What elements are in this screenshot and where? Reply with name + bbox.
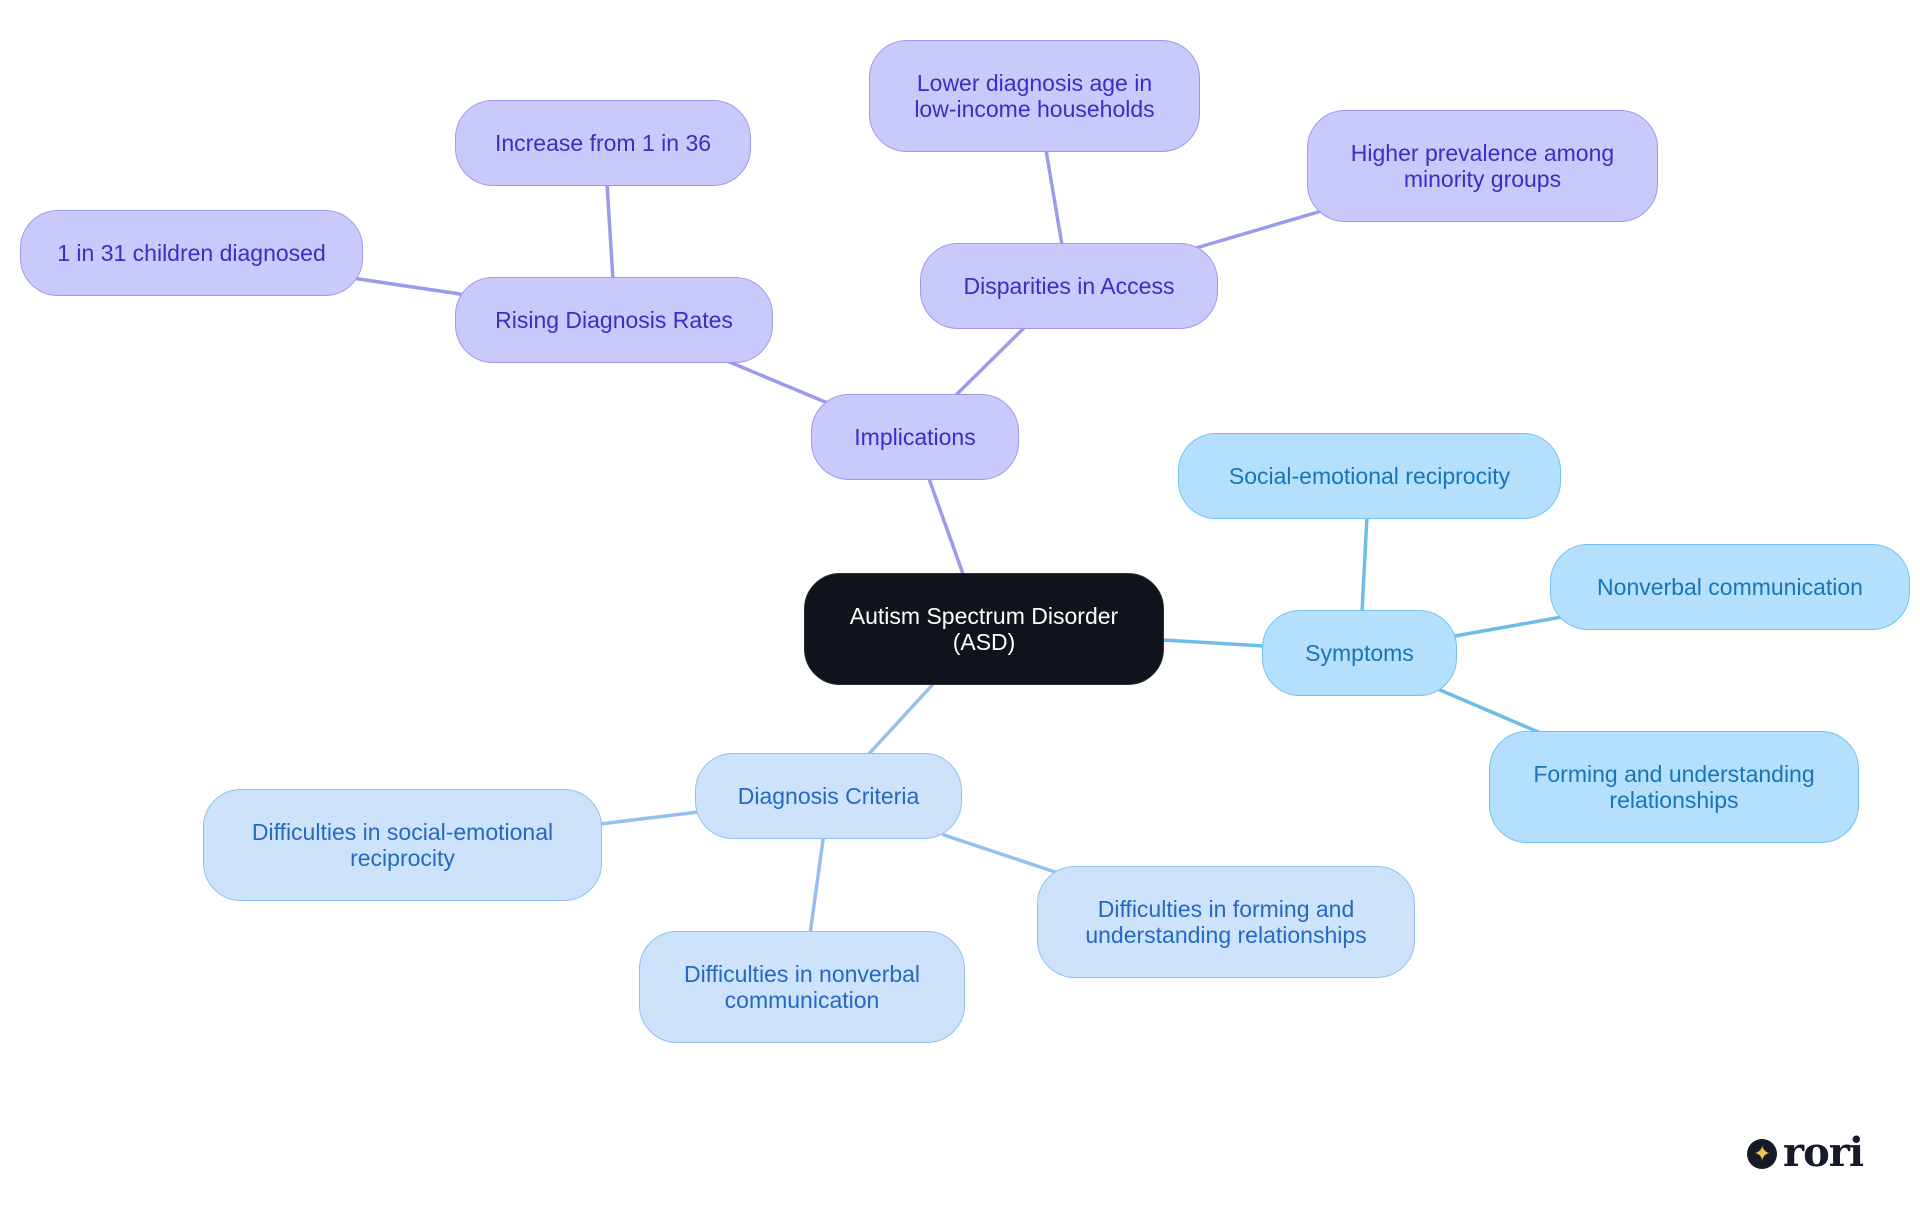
node-higher-prevalence[interactable]: Higher prevalence among minority groups — [1307, 110, 1658, 222]
edge-symptoms-social — [1360, 514, 1369, 614]
edge-disparities-lower — [1044, 148, 1064, 247]
edge-implications-disparities — [953, 320, 1032, 398]
node-nonverbal-communication[interactable]: Nonverbal communication — [1550, 544, 1910, 630]
edge-diagnosis-social — [598, 810, 700, 826]
node-difficulties-forming[interactable]: Difficulties in forming and understandin… — [1037, 866, 1415, 978]
edge-rising-1in31 — [350, 276, 462, 296]
node-difficulties-social-emotional[interactable]: Difficulties in social-emotional recipro… — [203, 789, 602, 901]
node-disparities-in-access[interactable]: Disparities in Access — [920, 243, 1218, 329]
edge-diagnosis-nonverbal — [808, 838, 825, 936]
logo-wordmark: rori — [1783, 1129, 1864, 1176]
edge-root-symptoms — [1161, 638, 1266, 648]
node-lower-diagnosis-age[interactable]: Lower diagnosis age in low-income househ… — [869, 40, 1200, 152]
brand-logo: ✦ rori — [1747, 1129, 1872, 1176]
edge-rising-increase — [605, 182, 615, 282]
edge-disparities-higher — [1194, 208, 1327, 250]
node-social-emotional-reciprocity[interactable]: Social-emotional reciprocity — [1178, 433, 1561, 519]
edge-symptoms-forming — [1438, 688, 1552, 739]
edge-symptoms-nonverbal — [1453, 615, 1564, 638]
node-implications[interactable]: Implications — [811, 394, 1019, 480]
node-1-in-31-children[interactable]: 1 in 31 children diagnosed — [20, 210, 363, 296]
edge-root-implications — [926, 474, 965, 576]
node-increase-from-1-in-36[interactable]: Increase from 1 in 36 — [455, 100, 751, 186]
edge-root-diagnosis — [865, 681, 936, 758]
node-difficulties-nonverbal[interactable]: Difficulties in nonverbal communication — [639, 931, 965, 1043]
node-symptoms[interactable]: Symptoms — [1262, 610, 1457, 696]
node-diagnosis-criteria[interactable]: Diagnosis Criteria — [695, 753, 962, 839]
root-node[interactable]: Autism Spectrum Disorder (ASD) — [804, 573, 1164, 685]
node-forming-understanding-relationships[interactable]: Forming and understanding relationships — [1489, 731, 1859, 843]
edge-implications-rising — [718, 356, 832, 406]
edge-diagnosis-forming — [942, 833, 1066, 877]
sparkle-circle-icon: ✦ — [1747, 1139, 1777, 1169]
node-rising-diagnosis-rates[interactable]: Rising Diagnosis Rates — [455, 277, 773, 363]
